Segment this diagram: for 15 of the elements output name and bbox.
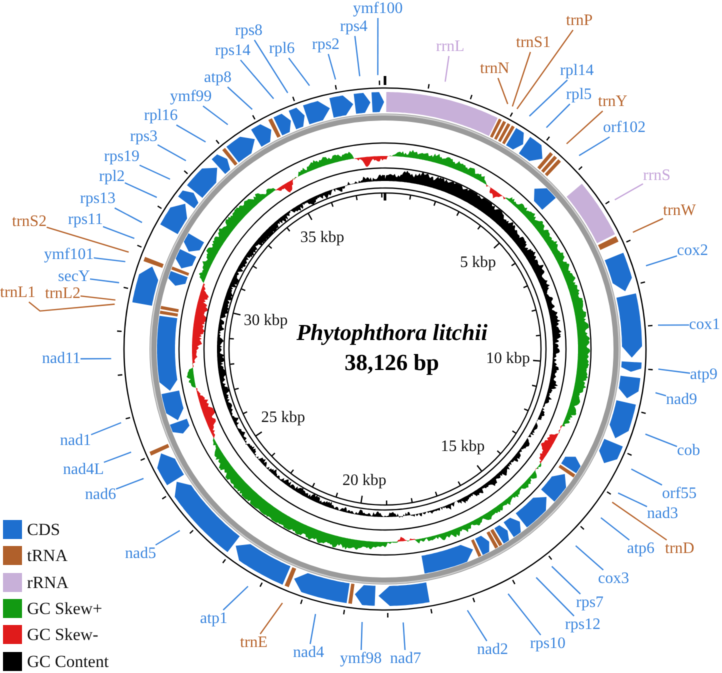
- scale-label: 5 kbp: [460, 254, 496, 272]
- scale-label: 30 kbp: [244, 312, 288, 330]
- scale-label: 35 kbp: [300, 229, 344, 248]
- species-name: Phytophthora litchii: [296, 320, 488, 346]
- scale-label: 10 kbp: [486, 350, 530, 368]
- legend-label: CDS: [27, 520, 60, 539]
- legend-label: GC Skew+: [27, 598, 102, 618]
- legend-label: GC Content: [27, 652, 109, 670]
- legend-label: rRNA: [27, 572, 69, 592]
- legend-label: tRNA: [27, 546, 68, 566]
- genome-size-label: 38,126 bp: [344, 350, 440, 376]
- scale-label: 20 kbp: [342, 472, 386, 490]
- scale-label: 15 kbp: [440, 438, 485, 456]
- legend-label: GC Skew-: [27, 625, 98, 644]
- scale-label: 25 kbp: [261, 408, 306, 427]
